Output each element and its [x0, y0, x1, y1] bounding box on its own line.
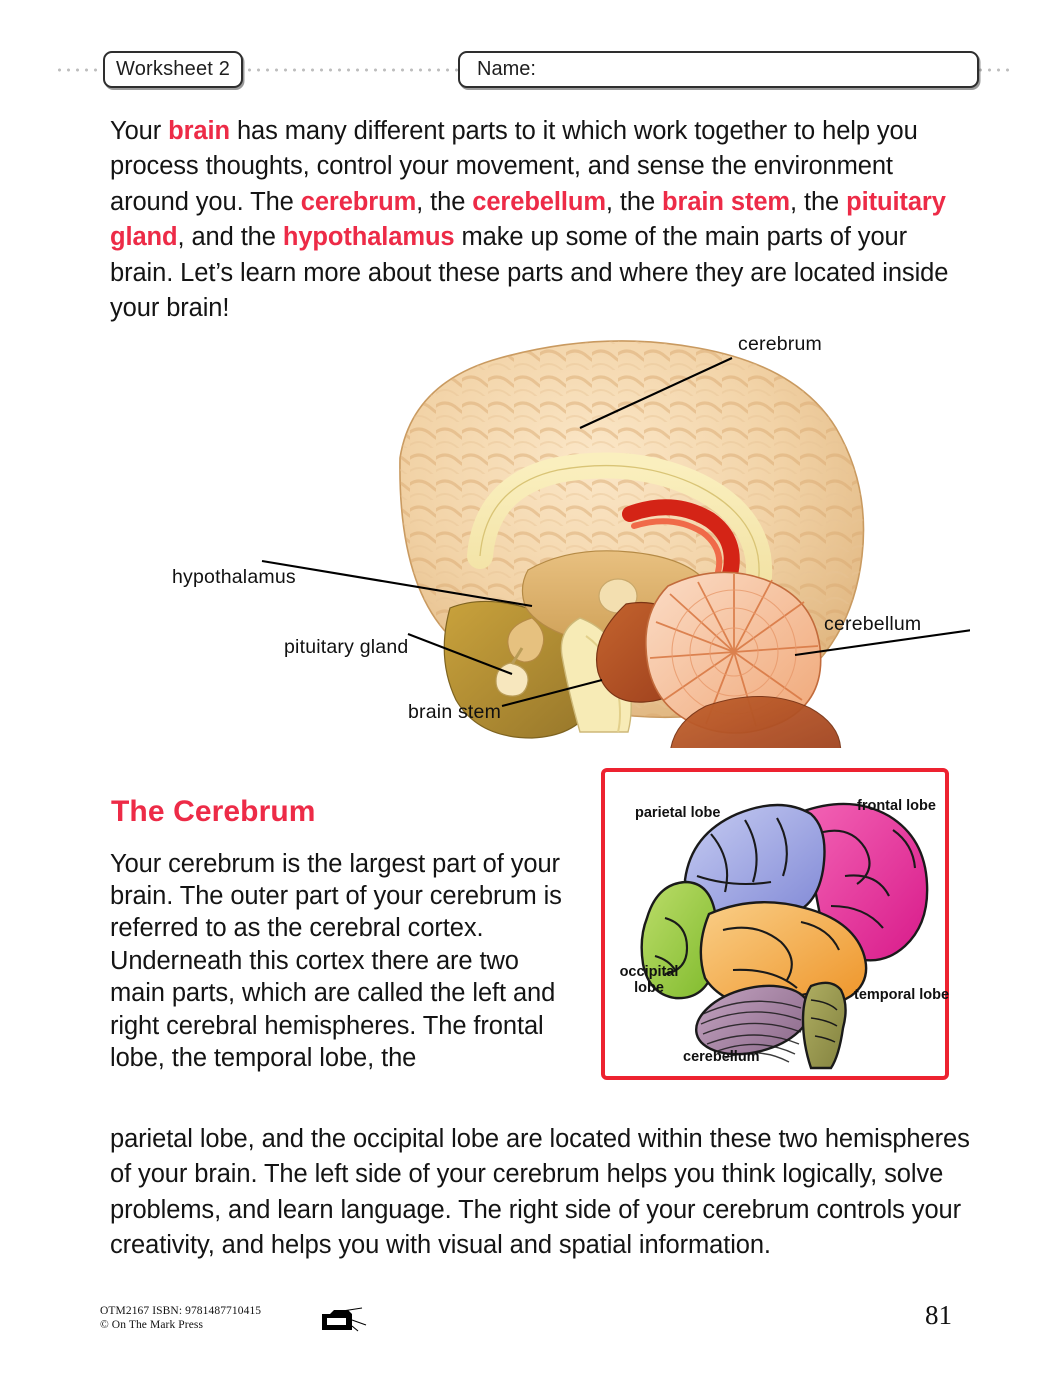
label-brain-stem: brain stem — [408, 701, 502, 723]
brain-stem-detail — [810, 999, 838, 1043]
label-pituitary-gland: pituitary gland — [284, 636, 409, 658]
label-temporal-lobe: temporal lobe — [854, 987, 950, 1003]
cerebrum-continuation-paragraph: parietal lobe, and the occipital lobe ar… — [110, 1124, 970, 1260]
name-field-label: Name: — [477, 58, 536, 80]
keyword-brain: brain — [168, 116, 230, 145]
page-number: 81 — [925, 1300, 952, 1330]
intro-text-5: , the — [790, 187, 847, 216]
occipital-lobe-sulci — [654, 916, 689, 976]
page-footer: OTM2167 ISBN: 9781487710415 © On The Mar… — [0, 1300, 1063, 1370]
intro-text-2: has many different parts to it which wor… — [110, 116, 918, 216]
keyword-pituitary-gland: pituitary gland — [110, 187, 946, 252]
footer-product-code: OTM2167 ISBN: 9781487710415 — [100, 1305, 262, 1317]
label-occipital-lobe-line1: occipital — [619, 964, 679, 980]
label-occipital-lobe-line2: lobe — [634, 980, 664, 996]
sagittal-brain-illustration — [261, 340, 970, 748]
footer-publisher: © On The Mark Press — [100, 1319, 204, 1331]
intro-paragraph: Your brain has many different parts to i… — [110, 114, 970, 327]
header-dots-middle — [236, 68, 458, 72]
leader-brain-stem — [501, 678, 603, 708]
ventricle-highlight — [631, 518, 723, 575]
parietal-lobe-sulci — [696, 817, 788, 893]
leader-cerebellum — [794, 629, 970, 657]
frontal-lobe-sulci — [822, 829, 917, 929]
keyword-cerebellum: cerebellum — [472, 187, 606, 216]
intro-text-4: , the — [605, 187, 663, 216]
label-cerebrum: cerebrum — [738, 333, 822, 355]
leader-lines — [261, 357, 970, 708]
press-logo-icon — [322, 1307, 367, 1332]
cerebrum-column-paragraph: Your cerebrum is the largest part of you… — [110, 849, 562, 1072]
label-cerebellum-lobes: cerebellum — [683, 1049, 760, 1065]
lobes-brain-illustration — [640, 802, 929, 1070]
page-header: Worksheet 2 Name: — [0, 24, 1063, 88]
cerebellum-striations — [700, 1000, 802, 1063]
label-parietal-lobe: parietal lobe — [635, 805, 721, 821]
intro-text-7: make up some of the main parts of your b… — [110, 223, 949, 322]
sagittal-brain-figure: cerebrum cerebellum hypothalamus pituita… — [150, 318, 970, 748]
label-frontal-lobe: frontal lobe — [857, 798, 936, 814]
worksheet-number-box: Worksheet 2 — [103, 51, 244, 88]
name-field-box[interactable]: Name: — [458, 51, 979, 88]
cerebellum-region — [645, 571, 822, 734]
leader-hypothalamus — [261, 559, 533, 608]
intro-text-3: , the — [416, 187, 473, 216]
leader-cerebrum — [579, 357, 733, 429]
medulla-posterior-mass — [670, 695, 841, 748]
header-dots-left — [55, 68, 107, 72]
brain-stem-region-lobes — [801, 981, 847, 1070]
keyword-brain-stem: brain stem — [662, 187, 790, 216]
keyword-cerebrum: cerebrum — [300, 187, 417, 216]
keyword-hypothalamus: hypothalamus — [282, 223, 455, 251]
label-cerebellum: cerebellum — [824, 613, 922, 635]
hypothalamus-region — [507, 617, 545, 663]
header-dots-right — [958, 68, 1014, 72]
intro-text-1: Your — [110, 116, 169, 145]
intro-text-6: , and the — [177, 223, 283, 251]
pituitary-stalk — [510, 647, 524, 665]
worksheet-number-label: Worksheet 2 — [116, 58, 231, 80]
footer-imprint: OTM2167 ISBN: 9781487710415 © On The Mar… — [100, 1304, 261, 1332]
cerebellum-region-lobes — [694, 984, 812, 1063]
section-heading-the-cerebrum: The Cerebrum — [111, 794, 316, 828]
leader-pituitary — [407, 633, 513, 675]
label-hypothalamus: hypothalamus — [172, 566, 296, 588]
